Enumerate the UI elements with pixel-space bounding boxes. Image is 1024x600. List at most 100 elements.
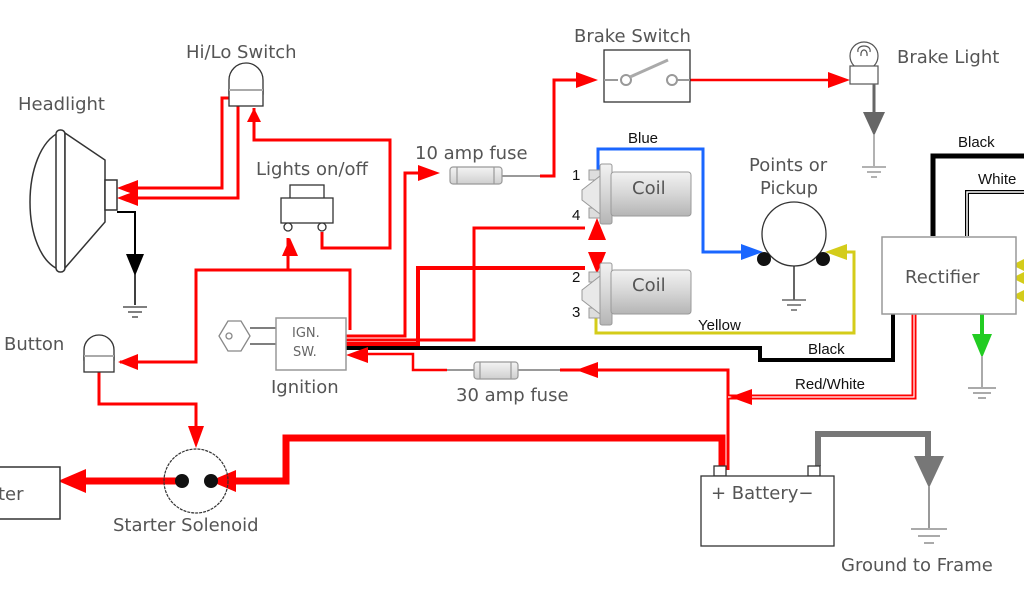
wire-battery-fuse30: [560, 368, 730, 470]
lights-switch-icon: [280, 184, 334, 232]
wire-button-feed: [120, 268, 288, 364]
points-icon: [761, 201, 827, 267]
fuse-10-label: 10 amp fuse: [415, 143, 528, 164]
ground-to-frame-label: Ground to Frame: [841, 555, 993, 576]
arrow-lights-feed: [282, 238, 298, 256]
brake-switch-icon: [603, 49, 691, 103]
starter-button-icon: [83, 334, 115, 373]
wire-ign-coil4: [346, 226, 585, 342]
arrow-button-feed: [118, 354, 138, 370]
wire-red-white: [728, 314, 917, 400]
arrow-yellow: [825, 244, 847, 260]
coil-bottom-icon: [581, 262, 692, 326]
wire-button-solenoid: [97, 372, 198, 430]
button-label: Button: [4, 334, 64, 355]
wire-black-bottom: [346, 314, 895, 362]
arrow-fuse10: [418, 165, 440, 181]
starter-box: [0, 466, 61, 520]
battery-icon: [700, 465, 835, 547]
wire-ign-fuse10: [346, 171, 425, 338]
hilo-switch-icon: [228, 62, 264, 107]
wire-fuse30-ign: [360, 352, 447, 372]
arrow-rectifier-c: [1012, 290, 1024, 302]
arrow-headlight-ground: [126, 254, 144, 276]
headlight-icon: [29, 129, 118, 273]
starter-solenoid-label: Starter Solenoid: [113, 515, 259, 536]
arrow-fuse30: [576, 362, 598, 378]
arrow-red-white: [730, 389, 752, 405]
lights-switch-label: Lights on/off: [256, 159, 369, 180]
wire-blue: [596, 147, 745, 254]
wire-fuse10-brake: [540, 78, 582, 178]
ground-symbol-points: [782, 299, 806, 311]
wire-hilo-feed: [252, 108, 392, 250]
ign-sw-line2: SW.: [293, 345, 317, 360]
solenoid-terminal-left: [175, 474, 189, 488]
wire-battery-solenoid: [230, 434, 726, 485]
ignition-key-icon: [218, 320, 276, 352]
arrow-battery-ground: [914, 456, 944, 488]
ignition-label: Ignition: [271, 377, 339, 398]
wire-black-top: [930, 153, 1024, 236]
coil-bottom-label: Coil: [632, 275, 666, 296]
brake-light-icon: [849, 41, 879, 85]
arrow-blue: [741, 244, 763, 260]
wire-label-white: White: [978, 171, 1016, 188]
ground-symbol-headlight: [123, 306, 147, 318]
headlight-label: Headlight: [18, 94, 105, 115]
arrow-headlight-lo: [117, 190, 138, 206]
coil-top-label: Coil: [632, 178, 666, 199]
points-terminal-right: [816, 252, 830, 266]
fuse-30-icon: [473, 361, 519, 380]
solenoid-terminal-right: [204, 474, 218, 488]
coil-pin-3: 3: [572, 304, 580, 321]
points-label-line2: Pickup: [760, 178, 818, 199]
arrow-brake-light: [828, 72, 850, 88]
wire-label-black-bottom: Black: [808, 341, 845, 358]
arrow-solenoid-in: [210, 470, 236, 492]
ground-symbol-frame: [911, 528, 947, 544]
wire-headlight-hi: [125, 96, 240, 200]
coil-pin-1: 1: [572, 167, 580, 184]
starter-solenoid-icon: [163, 448, 229, 514]
points-label-line1: Points or: [749, 155, 828, 176]
wire-label-yellow: Yellow: [698, 317, 741, 334]
ground-symbol-rectifier: [968, 387, 996, 399]
battery-label: + Battery−: [711, 483, 814, 504]
wire-headlight-ground: [117, 211, 136, 262]
coil-pin-4: 4: [572, 207, 580, 224]
fuse-30-label: 30 amp fuse: [456, 385, 569, 406]
arrow-starter: [58, 469, 86, 493]
wire-yellow: [594, 250, 856, 335]
wire-label-red-white: Red/White: [795, 376, 865, 393]
wire-label-black-top: Black: [958, 134, 995, 151]
wire-white: [965, 190, 1024, 236]
arrow-rectifier-ground: [972, 334, 992, 358]
arrow-brake-switch: [576, 72, 598, 88]
arrow-hilo-feed: [247, 108, 261, 122]
ground-symbol-brake-light: [862, 166, 886, 178]
brake-light-label: Brake Light: [897, 47, 999, 68]
fuse-10-icon: [449, 166, 503, 185]
hilo-switch-label: Hi/Lo Switch: [186, 42, 297, 63]
rectifier-label: Rectifier: [905, 267, 980, 288]
arrow-brake-light-ground: [863, 112, 885, 136]
arrow-ign-in: [346, 347, 368, 363]
ignition-switch-box: [275, 317, 347, 371]
coil-top-icon: [581, 163, 692, 225]
starter-label: ter: [0, 484, 24, 505]
coil-pin-2: 2: [572, 269, 580, 286]
wire-ign-coil2: [346, 266, 585, 346]
ign-sw-line1: IGN.: [292, 326, 320, 341]
wire-battery-ground: [815, 431, 931, 466]
wire-label-blue: Blue: [628, 130, 658, 147]
brake-switch-label: Brake Switch: [574, 26, 691, 47]
rectifier-box: [881, 236, 1017, 315]
points-terminal-left: [757, 252, 771, 266]
wire-lights-feed: [286, 238, 352, 330]
arrow-rectifier-a: [1012, 259, 1024, 271]
arrow-coil-down: [588, 252, 606, 274]
arrow-rectifier-b: [1012, 272, 1024, 284]
arrow-solenoid-button: [188, 426, 204, 448]
